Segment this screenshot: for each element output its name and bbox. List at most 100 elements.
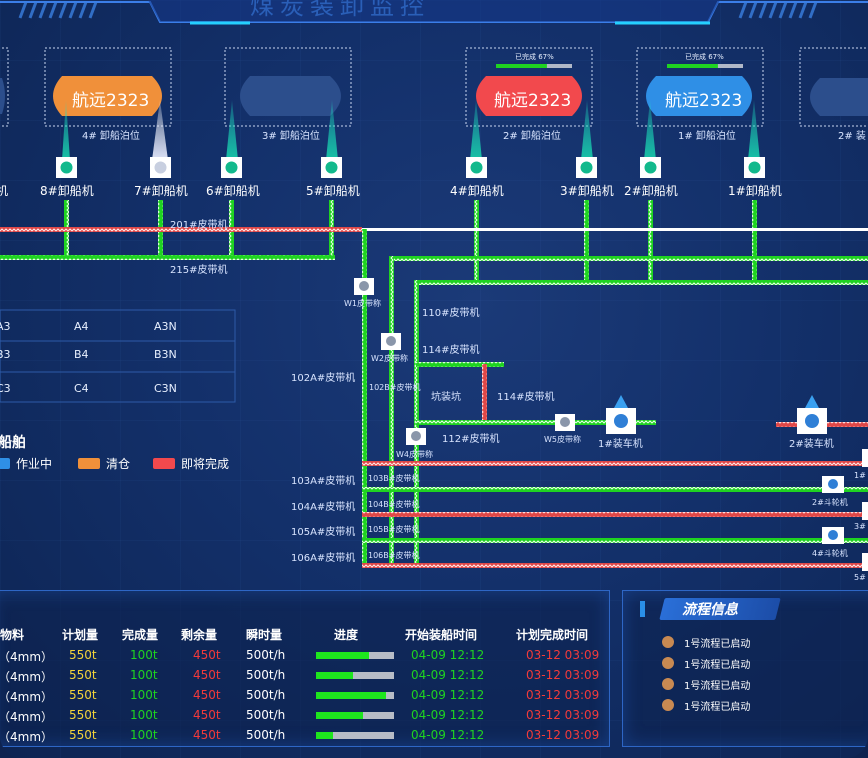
belt-103A-label: 103A#皮带机 [291,476,356,487]
drop-2 [648,200,653,282]
stockyard-grid [0,309,236,403]
unloader-beam-6 [226,100,238,160]
loader-3-short-label: 3# [854,522,866,531]
ship-4-name[interactable]: 航远2323 [72,91,150,111]
belt-215 [0,255,335,260]
schedule-cell-remain: 450t [193,708,221,722]
belt-104A-label: 104A#皮带机 [291,502,356,513]
progress-bar [316,712,394,719]
unloader-1-label[interactable]: 1#卸船机 [728,184,782,198]
unloader-4-label[interactable]: 4#卸船机 [450,184,504,198]
stockyard-cell[interactable]: A4 [74,320,89,333]
schedule-cell-rate: 500t/h [246,648,286,662]
schedule-cell-start: 04-09 12:12 [411,668,485,682]
flow-item[interactable]: 1号流程已启动 [684,681,751,692]
ship-4 [53,76,162,116]
belt-white [362,228,868,231]
schedule-cell-rate: 500t/h [246,668,286,682]
ship-1 [646,76,752,116]
loader-2-label[interactable]: 2#装车机 [789,439,834,450]
stockyard-cell[interactable]: B3N [154,348,177,361]
schedule-cell-plan: 550t [69,708,97,722]
col-remain: 剩余量 [181,628,218,642]
flow-item[interactable]: 1号流程已启动 [684,660,751,671]
unloader-6-label[interactable]: 6#卸船机 [206,184,260,198]
schedule-cell-done: 100t [130,728,158,742]
flow-item[interactable]: 1号流程已启动 [684,639,751,650]
legend-item-clearing: 清仓 [78,455,130,472]
scale-w1-label[interactable]: W1皮带称 [344,299,381,308]
stockyard-cell[interactable]: A3N [154,320,177,333]
schedule-cell-done: 100t [130,708,158,722]
stockyard-cell[interactable]: B3 [0,348,11,361]
scale-w5-label[interactable]: W5皮带称 [544,435,581,444]
loader-5-short-label: 5# [854,573,866,582]
schedule-cell-material: 炭（4mm） [0,710,54,724]
berth-box-3 [224,47,352,127]
conveyor-schematic [0,47,868,571]
belt-201 [0,227,362,232]
schedule-cell-remain: 450t [193,688,221,702]
stockyard-cell[interactable]: C3N [154,382,177,395]
loader-1-label[interactable]: 1#装车机 [598,439,643,450]
schedule-cell-start: 04-09 12:12 [411,648,485,662]
col-material: 物料 [0,628,25,642]
unloader-beam-8 [62,100,70,160]
flow-item[interactable]: 1号流程已启动 [684,702,751,713]
unloader-beam-2 [644,100,656,160]
flow-dot [662,657,674,669]
unloader-2-label[interactable]: 2#卸船机 [624,184,678,198]
stockyard-cell[interactable]: C3 [0,382,11,395]
unloader-7-label[interactable]: 7#卸船机 [134,184,188,198]
schedule-cell-end: 03-12 03:09 [526,668,600,682]
stockyard-cell[interactable]: A3 [0,320,11,333]
legend-item-finishing: 即将完成 [153,455,229,472]
schedule-cell-material: 炭（4mm） [0,670,54,684]
bucket-4-label[interactable]: 4#斗轮机 [812,549,848,558]
berth-2-progress-text: 已完成 67% [515,53,554,61]
belt-102A-label: 102A#皮带机 [291,373,356,384]
belt-114-red [482,364,487,422]
page-title: 煤炭装卸监控 [250,0,430,20]
schedule-cell-rate: 500t/h [246,708,286,722]
bucket-2-label[interactable]: 2#斗轮机 [812,498,848,507]
belt-row-4 [362,538,868,543]
unloader-8-label[interactable]: 8#卸船机 [40,184,94,198]
col-done: 完成量 [122,628,159,642]
unloader-boxes [56,157,765,178]
belt-110-top [390,256,868,261]
drop-1 [752,200,757,282]
loader-1-short-label: 1# [854,471,866,480]
ship-left [0,78,5,114]
schedule-cell-done: 100t [130,668,158,682]
flow-title-marker [640,601,645,617]
stockyard-cell[interactable]: C4 [74,382,89,395]
berth-0-label: 2# 装 [838,131,866,142]
ship-0 [810,78,868,116]
unloader-5-label[interactable]: 5#卸船机 [306,184,360,198]
belt-112 [416,420,656,425]
legend-item-working: 作业中 [0,455,52,472]
belt-201-label: 201#皮带机 [170,220,228,231]
belt-110-label: 110#皮带机 [422,308,480,319]
unloader-beam-1 [748,100,760,160]
drop-4 [474,200,479,282]
unloader-3-label[interactable]: 3#卸船机 [560,184,614,198]
stockyard-cell[interactable]: B4 [74,348,89,361]
schedule-cell-done: 100t [130,648,158,662]
ship-2-name[interactable]: 航远2323 [494,91,572,111]
unloader-beam-5 [326,100,338,160]
schedule-cell-end: 03-12 03:09 [526,708,600,722]
schedule-cell-remain: 450t [193,648,221,662]
schedule-cell-plan: 550t [69,728,97,742]
belt-102B-label: 102B#皮带机 [369,383,421,392]
belt-106A-label: 106A#皮带机 [291,553,356,564]
scale-w2-label[interactable]: W2皮带称 [371,354,408,363]
belt-114-label-b: 114#皮带机 [497,392,555,403]
scale-w4-label[interactable]: W4皮带称 [396,450,433,459]
belt-102B [389,256,394,567]
ship-1-name[interactable]: 航远2323 [665,91,743,111]
belt-row-2 [362,487,868,492]
belt-105B-label: 105B#皮带机 [368,525,420,534]
